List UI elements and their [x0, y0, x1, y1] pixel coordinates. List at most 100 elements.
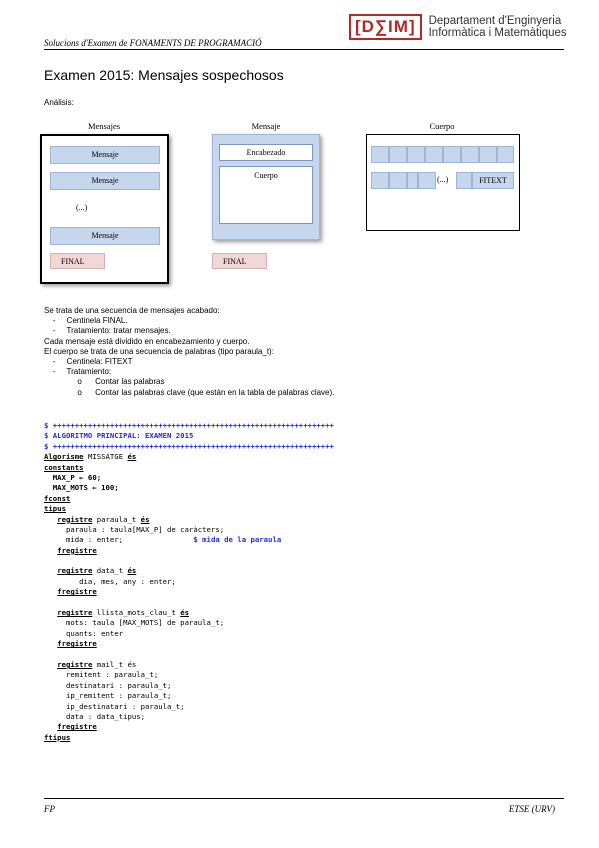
cuerpo-ellipsis: (...) [437, 175, 449, 184]
code-line: remitent : paraula_t; [44, 670, 159, 680]
analysis-line: - Centinela FINAL. [44, 316, 128, 326]
keyword: és [180, 608, 190, 618]
analysis-line: o Contar las palabras clave (que están e… [44, 387, 335, 397]
word-box [456, 172, 472, 189]
keyword: registre [57, 659, 93, 669]
code-banner: $ ALGORITMO PRINCIPAL: EXAMEN 2015 [44, 431, 194, 441]
analysis-line: El cuerpo se trata de una secuencia de p… [44, 346, 274, 356]
keyword: és [127, 452, 137, 462]
code-line: dia, mes, any : enter; [44, 576, 176, 586]
identifier: paraula_t [92, 514, 141, 524]
word-box [425, 146, 443, 163]
code-line: registre mail_t és [44, 660, 334, 670]
code-line: ip_remitent : paraula_t; [44, 691, 172, 701]
keyword: és [140, 514, 150, 524]
code-line: data : data_tipus; [44, 711, 146, 721]
word-box [389, 146, 407, 163]
keyword: constants [44, 462, 84, 472]
word-box [407, 146, 425, 163]
encabezado-box: Encabezado [219, 144, 313, 161]
keyword: fregistre [57, 722, 97, 732]
footer-rule [44, 798, 564, 799]
mensaje-item: Mensaje [50, 146, 160, 164]
fitext-box: FITEXT [472, 172, 514, 189]
identifier: mail_t és [92, 659, 137, 669]
analysis-heading: Análisis: [44, 98, 74, 107]
code-separator: $ ++++++++++++++++++++++++++++++++++++++… [44, 421, 334, 430]
mensajes-ellipsis: (...) [76, 203, 88, 212]
department-logo: [D∑IM] Departament d'Enginyeria Informàt… [349, 14, 567, 40]
analysis-line: - Tratamiento: tratar mensajes. [44, 326, 171, 336]
keyword: fregistre [57, 545, 97, 555]
analysis-line: - Tratamiento: [44, 367, 112, 377]
keyword: Algorisme [44, 452, 84, 462]
word-box [461, 146, 479, 163]
logo-line-1: Departament d'Enginyeria [428, 15, 562, 27]
word-box [443, 146, 461, 163]
mensajes-final: FINAL [50, 253, 105, 269]
code-line: fregistre [44, 639, 334, 649]
keyword: fconst [44, 493, 71, 503]
logo-text: Departament d'Enginyeria Informàtica i M… [429, 15, 567, 39]
word-box [389, 172, 407, 189]
code-line: Algorisme MISSATGE és [44, 452, 334, 462]
mensaje-item: Mensaje [50, 227, 160, 245]
code-line: destinatari : paraula_t; [44, 680, 172, 690]
code-listing: $ ++++++++++++++++++++++++++++++++++++++… [44, 421, 334, 743]
footer-school: ETSE (URV) [508, 804, 555, 814]
analysis-line: o Contar las palabras [44, 377, 165, 387]
word-box [418, 172, 436, 189]
code-separator: $ ++++++++++++++++++++++++++++++++++++++… [44, 441, 334, 451]
word-box [479, 146, 497, 163]
mensaje-label: Mensaje [251, 121, 281, 131]
logo-line-2: Informàtica i Matemàtiques [428, 27, 567, 39]
keyword: registre [57, 608, 93, 618]
word-box [371, 172, 389, 189]
identifier: MISSATGE [83, 452, 128, 462]
mensaje-final: FINAL [212, 253, 267, 269]
code-line: registre paraula_t és [44, 515, 334, 525]
keyword: ftipus [44, 732, 71, 742]
cuerpo-label: Cuerpo [429, 121, 455, 131]
blank-line [44, 556, 334, 566]
keyword: registre [57, 566, 93, 576]
word-box [371, 146, 389, 163]
header-rule [44, 49, 564, 50]
code-line: ip_destinatari : paraula_t; [44, 701, 185, 711]
code-line: mida : enter; $ mida de la paraula [44, 535, 334, 545]
code-line: registre llista_mots_clau_t és [44, 608, 334, 618]
analysis-line: Cada mensaje está dividido en encabezami… [44, 336, 250, 346]
mensaje-item: Mensaje [50, 172, 160, 190]
code-line: mots: taula [MAX_MOTS] de paraula_t; [44, 618, 225, 628]
page-title: Examen 2015: Mensajes sospechosos [44, 67, 284, 83]
word-box [497, 146, 514, 163]
keyword: fregistre [57, 587, 97, 597]
code-line: quants: enter [44, 628, 124, 638]
code-line: registre data_t és [44, 566, 334, 576]
identifier: data_t [92, 566, 128, 576]
code-comment: $ mida de la paraula [193, 535, 282, 545]
keyword: registre [57, 514, 93, 524]
code-line: MAX_MOTS ← 100; [44, 483, 119, 493]
analysis-line: Se trata de una secuencia de mensajes ac… [44, 306, 220, 315]
word-box [407, 172, 418, 189]
code-text: mida : enter; [44, 535, 124, 545]
blank-line [44, 650, 334, 660]
code-line: fregistre [44, 587, 334, 597]
analysis-line: - Centinela: FITEXT [44, 357, 133, 367]
code-line: fregistre [44, 722, 334, 732]
keyword: tipus [44, 504, 66, 514]
blank-line [44, 598, 334, 608]
cuerpo-box: Cuerpo [219, 166, 313, 224]
header-title: Solucions d'Examen de FONAMENTS DE PROGR… [44, 38, 262, 48]
code-line: MAX_P ← 60; [44, 472, 102, 482]
keyword: fregistre [57, 639, 97, 649]
code-line: paraula : taula[MAX_P] de caràcters; [44, 524, 225, 534]
logo-mark: [D∑IM] [349, 14, 422, 40]
keyword: és [127, 566, 137, 576]
analysis-text: Se trata de una secuencia de mensajes ac… [44, 306, 334, 398]
identifier: llista_mots_clau_t [92, 608, 181, 618]
footer-course: FP [44, 804, 55, 814]
code-line: fregistre [44, 546, 334, 556]
mensajes-label: Mensajes [87, 121, 121, 131]
